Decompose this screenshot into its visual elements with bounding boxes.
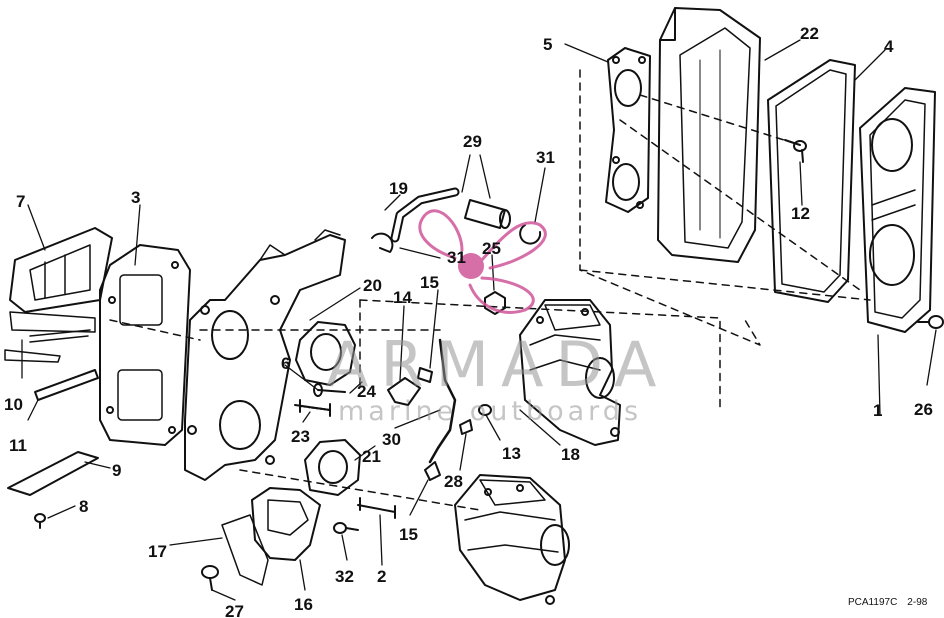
lower-carburetor bbox=[454, 474, 570, 605]
callout-18: 18 bbox=[561, 445, 580, 464]
screw-part-32 bbox=[333, 522, 359, 534]
callout-4: 4 bbox=[884, 37, 894, 56]
callout-10: 10 bbox=[4, 395, 23, 414]
fitting-part-15 bbox=[417, 367, 441, 481]
screw-part-8 bbox=[34, 513, 46, 529]
clamp-part-31-lower bbox=[371, 232, 394, 253]
callout-16: 16 bbox=[294, 595, 313, 614]
watermark-propeller-logo-icon bbox=[418, 209, 547, 314]
watermark-title: ARMADA bbox=[326, 328, 669, 401]
bracket-part-14 bbox=[387, 377, 421, 406]
bracket-part-16 bbox=[251, 487, 321, 561]
upper-carburetor-part-18 bbox=[519, 299, 621, 446]
reed-stop-part-11 bbox=[34, 369, 99, 401]
callout-31: 31 bbox=[536, 148, 555, 167]
callout-6: 6 bbox=[281, 354, 291, 373]
fuel-line-part-30 bbox=[428, 338, 457, 464]
callout-8: 8 bbox=[79, 497, 89, 516]
clamp-part-31 bbox=[519, 224, 542, 245]
silencer-gasket-part-4 bbox=[767, 59, 856, 303]
callout-27: 27 bbox=[225, 602, 244, 618]
callout-31-lower: 31 bbox=[447, 248, 466, 267]
assembly-guide-lines bbox=[109, 69, 871, 511]
gasket-part-21 bbox=[304, 439, 361, 496]
callout-15: 15 bbox=[420, 273, 439, 292]
callout-25: 25 bbox=[482, 239, 501, 258]
callout-5: 5 bbox=[543, 35, 553, 54]
callout-1: 1 bbox=[873, 401, 883, 420]
hose-part-19 bbox=[390, 187, 460, 243]
reed-gasket-part-3 bbox=[99, 244, 191, 446]
callout-7: 7 bbox=[16, 192, 26, 211]
callout-17: 17 bbox=[148, 542, 167, 561]
gasket-part-17 bbox=[221, 514, 269, 586]
callout-2: 2 bbox=[377, 567, 387, 586]
callout-19: 19 bbox=[389, 179, 408, 198]
plate-part-9 bbox=[7, 451, 99, 496]
callout-13: 13 bbox=[502, 444, 521, 463]
screw-part-28 bbox=[459, 419, 473, 435]
drawing-code: PCA1197C 2-98 bbox=[848, 598, 927, 608]
reed-block-part-7 bbox=[9, 227, 113, 313]
leader-lines bbox=[21, 39, 937, 601]
callout-15-lower: 15 bbox=[399, 525, 418, 544]
callout-21: 21 bbox=[362, 447, 381, 466]
callout-26: 26 bbox=[914, 400, 933, 419]
intake-manifold bbox=[184, 229, 346, 481]
screw-part-12 bbox=[784, 139, 807, 163]
screw-part-27 bbox=[201, 565, 219, 591]
silencer-cover-part-1 bbox=[859, 87, 936, 333]
silencer-base-part-22 bbox=[657, 7, 761, 263]
screw-part-24 bbox=[313, 383, 346, 397]
callout-29: 29 bbox=[463, 132, 482, 151]
callout-30: 30 bbox=[382, 430, 401, 449]
callout-9: 9 bbox=[112, 461, 122, 480]
bolt-part-2 bbox=[357, 497, 396, 519]
callout-20: 20 bbox=[363, 276, 382, 295]
gasket-part-20 bbox=[295, 321, 356, 386]
washer-part-13 bbox=[478, 404, 492, 416]
reed-petals-part-10 bbox=[4, 311, 96, 363]
callout-14: 14 bbox=[393, 288, 412, 307]
callout-23: 23 bbox=[291, 427, 310, 446]
drawing-revision-date: 2-98 bbox=[907, 597, 928, 608]
bolt-part-23 bbox=[294, 399, 331, 417]
callout-28: 28 bbox=[444, 472, 463, 491]
fitting-part-29 bbox=[464, 199, 511, 229]
callout-11: 11 bbox=[9, 436, 27, 455]
nut-part-25 bbox=[484, 291, 506, 315]
callout-3: 3 bbox=[131, 188, 141, 207]
watermark-subtitle: marine outboards bbox=[338, 396, 643, 427]
gasket-part-5 bbox=[605, 47, 651, 213]
screw-part-26 bbox=[917, 315, 944, 329]
callout-24: 24 bbox=[357, 382, 376, 401]
callout-32: 32 bbox=[335, 567, 354, 586]
drawing-code-number: PCA1197C bbox=[848, 597, 898, 608]
callout-22: 22 bbox=[800, 24, 819, 43]
callout-12: 12 bbox=[791, 204, 810, 223]
